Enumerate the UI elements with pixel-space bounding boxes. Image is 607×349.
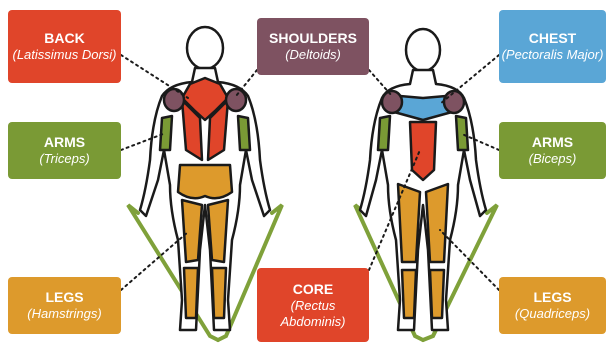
label-shoulders-subtitle: (Deltoids) — [285, 47, 341, 63]
back-calf-left — [184, 268, 198, 318]
back-glutes — [178, 165, 232, 198]
front-quadriceps-right — [426, 184, 448, 262]
label-legs-hamstrings-subtitle: (Hamstrings) — [27, 306, 101, 322]
label-back-subtitle: (Latissimus Dorsi) — [12, 47, 116, 63]
back-deltoid-left — [164, 89, 184, 111]
label-back-title: BACK — [44, 30, 84, 47]
label-back: BACK (Latissimus Dorsi) — [8, 10, 121, 83]
front-rectus-abdominis — [410, 122, 436, 180]
label-arms-biceps-title: ARMS — [532, 134, 573, 151]
back-triceps-left — [160, 116, 172, 150]
back-view-figure — [140, 27, 270, 330]
label-chest: CHEST (Pectoralis Major) — [499, 10, 606, 83]
label-chest-subtitle: (Pectoralis Major) — [502, 47, 604, 63]
connector-shoulders-right — [369, 70, 392, 96]
back-hamstring-left — [182, 200, 202, 262]
back-deltoid-right — [226, 89, 246, 111]
back-triceps-right — [238, 116, 250, 150]
label-legs-hamstrings-title: LEGS — [45, 289, 83, 306]
label-legs-hamstrings: LEGS (Hamstrings) — [8, 277, 121, 334]
front-deltoid-left — [382, 91, 402, 113]
front-deltoid-right — [444, 91, 464, 113]
front-shin-right — [430, 270, 444, 318]
label-legs-quadriceps-title: LEGS — [533, 289, 571, 306]
label-arms-biceps: ARMS (Biceps) — [499, 122, 606, 179]
front-biceps-right — [456, 116, 468, 150]
label-arms-biceps-subtitle: (Biceps) — [529, 151, 577, 167]
front-quadriceps-left — [398, 184, 420, 262]
front-view-figure — [360, 29, 486, 330]
label-legs-quadriceps-subtitle: (Quadriceps) — [515, 306, 590, 322]
back-hamstring-right — [208, 200, 228, 262]
back-calf-right — [212, 268, 226, 318]
label-chest-title: CHEST — [529, 30, 576, 47]
label-core: CORE (Rectus Abdominis) — [257, 268, 369, 342]
label-arms-triceps-title: ARMS — [44, 134, 85, 151]
label-arms-triceps-subtitle: (Triceps) — [39, 151, 89, 167]
label-core-title: CORE — [293, 281, 333, 298]
back-head — [187, 27, 223, 69]
front-biceps-left — [378, 116, 390, 150]
front-shin-left — [402, 270, 416, 318]
label-legs-quadriceps: LEGS (Quadriceps) — [499, 277, 606, 334]
label-shoulders: SHOULDERS (Deltoids) — [257, 18, 369, 75]
connector-chest — [440, 55, 499, 104]
label-core-subtitle: (Rectus Abdominis) — [257, 298, 369, 330]
label-shoulders-title: SHOULDERS — [269, 30, 357, 47]
label-arms-triceps: ARMS (Triceps) — [8, 122, 121, 179]
connector-back — [121, 55, 188, 98]
front-head — [406, 29, 440, 71]
